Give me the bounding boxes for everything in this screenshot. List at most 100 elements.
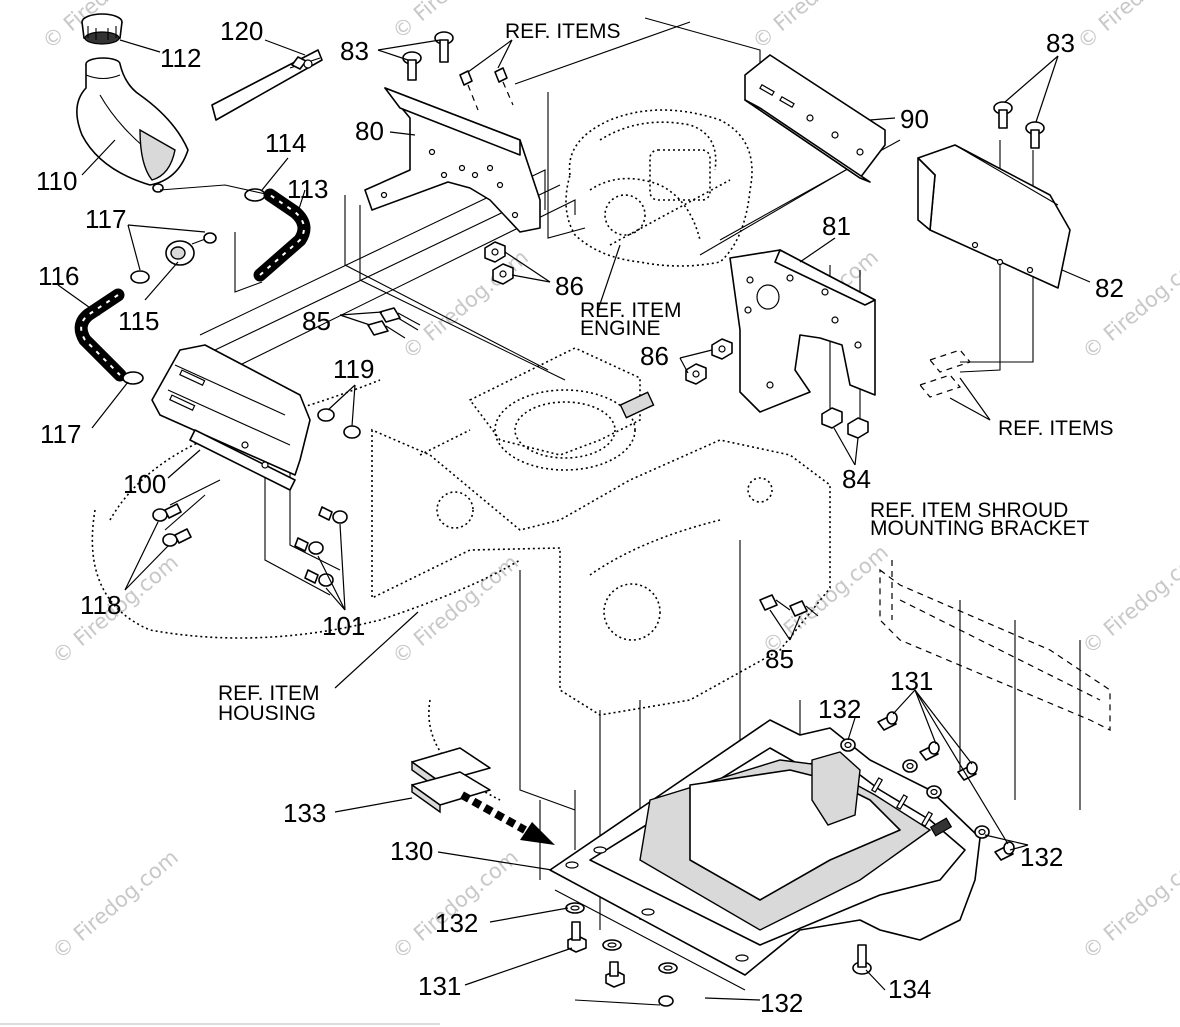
ref-housing-label-line1: REF. ITEM	[218, 682, 320, 705]
hose-clamp-part-117	[130, 270, 150, 284]
ref-engine-label-line1: REF. ITEM	[580, 299, 682, 322]
bolt-part-101-a	[318, 506, 348, 524]
bolt-part-131-f	[605, 961, 625, 988]
washer-part-132-e	[565, 902, 585, 914]
cover-part-82	[917, 144, 1071, 289]
watermark: © Firedog.com	[388, 550, 523, 669]
washer-part-132-f	[602, 939, 622, 951]
leader-lines	[57, 39, 1091, 1001]
bolt-part-131-a	[877, 711, 898, 731]
fuel-hose-part-116	[74, 288, 127, 382]
callout-120: 120	[220, 16, 263, 46]
bolt-part-83-a	[434, 31, 454, 63]
washer-part-132-c	[926, 785, 942, 799]
watermark: © Firedog.com	[748, 0, 883, 54]
washer-part-132-g	[658, 962, 678, 974]
callout-131: 131	[890, 666, 933, 696]
callout-80: 80	[355, 116, 384, 146]
ref-shroud-label-line2: MOUNTING BRACKET	[870, 517, 1090, 540]
callout-133: 133	[283, 798, 326, 828]
nut-part-84-b	[847, 417, 869, 439]
fuel-hose-part-113	[253, 188, 311, 282]
callout-82: 82	[1095, 273, 1124, 303]
bolt-part-131-d	[994, 841, 1015, 861]
watermark: © Firedog.com	[1073, 0, 1180, 54]
callout-83: 83	[1046, 28, 1075, 58]
bottom-pan-part-130	[549, 719, 981, 991]
bracket-part-80	[364, 87, 541, 233]
bolt-part-83-c	[993, 101, 1013, 129]
callout-90: 90	[900, 104, 929, 134]
callout-113: 113	[287, 174, 328, 204]
plate-part-120	[211, 49, 323, 121]
shroud-bracket-reference	[879, 560, 1111, 731]
ref-shroud-label-line1: REF. ITEM SHROUD	[870, 499, 1068, 522]
watermark: © Firedog.com	[758, 540, 893, 659]
install-direction-arrow	[460, 791, 555, 845]
ref-housing-label-line2: HOUSING	[218, 702, 316, 725]
washer-part-132-b	[902, 759, 918, 773]
callout-132: 132	[1020, 842, 1063, 872]
bolt-part-118-a	[152, 503, 182, 522]
callout-130: 130	[390, 836, 433, 866]
watermark: © Firedog.com	[1078, 540, 1180, 659]
pad-part-133	[411, 747, 491, 814]
hose-clamp-part-117b	[122, 371, 144, 385]
callout-115: 115	[118, 306, 159, 336]
fuel-cap-part	[81, 13, 123, 45]
bracket-part-90	[744, 54, 886, 183]
callout-86: 86	[640, 341, 669, 371]
callout-117: 117	[85, 204, 126, 234]
ref-items-right-label: REF. ITEMS	[998, 417, 1114, 440]
callout-118: 118	[80, 590, 121, 620]
tank-bracket-part-100	[151, 344, 311, 491]
callout-100: 100	[123, 469, 166, 499]
watermark-layer: © Firedog.com © Firedog.com © Firedog.co…	[38, 0, 1180, 964]
housing-reference	[91, 347, 831, 801]
callout-labels: 112 120 83 83 110 80 114 113 90 117 116 …	[36, 16, 1124, 1018]
watermark: © Firedog.com	[1078, 245, 1180, 364]
bolt-part-118-b	[162, 528, 192, 547]
callout-101: 101	[322, 611, 365, 641]
bolt-part-101-b	[294, 537, 324, 555]
bolt-part-83-d	[1025, 121, 1045, 149]
callout-119: 119	[333, 354, 374, 384]
nut-part-86-b	[492, 263, 514, 285]
callout-112: 112	[160, 43, 201, 73]
bolt-part-85-b	[367, 320, 406, 339]
bolt-part-131-c	[957, 761, 978, 781]
callout-84: 84	[842, 464, 871, 494]
bolt-part-83-b	[402, 51, 422, 81]
shutoff-valve-part-115	[165, 232, 217, 266]
washer-part-119-a	[317, 408, 335, 422]
nut-part-86-d	[685, 363, 707, 385]
washer-part-132-a	[840, 738, 856, 752]
washer-part-132-d	[974, 825, 990, 839]
bolt-part-131-e	[567, 921, 587, 953]
nut-part-84-a	[821, 407, 843, 429]
ref-bolts-top	[459, 67, 514, 111]
watermark: © Firedog.com	[398, 245, 533, 364]
watermark: © Firedog.com	[1078, 845, 1180, 964]
hose-clamp-part-114	[244, 188, 266, 202]
nut-part-86-a	[484, 241, 506, 263]
bracket-part-81	[729, 249, 876, 413]
callout-132: 132	[818, 694, 861, 724]
engine-reference	[565, 109, 753, 267]
callout-85: 85	[765, 644, 794, 674]
callout-131: 131	[418, 971, 461, 1001]
bolt-part-85-c	[759, 594, 791, 611]
fuel-tank-part	[76, 57, 189, 193]
watermark: © Firedog.com	[388, 0, 523, 44]
bolt-part-85-d	[789, 600, 819, 617]
callout-83: 83	[340, 36, 369, 66]
callout-86: 86	[555, 271, 584, 301]
callout-81: 81	[822, 211, 851, 241]
washer-part-119-b	[343, 425, 361, 439]
callout-134: 134	[888, 974, 931, 1004]
callout-85: 85	[302, 306, 331, 336]
ref-bolts-right	[918, 349, 972, 398]
ref-items-top-label: REF. ITEMS	[505, 20, 621, 43]
ref-engine-label-line2: ENGINE	[580, 317, 661, 340]
